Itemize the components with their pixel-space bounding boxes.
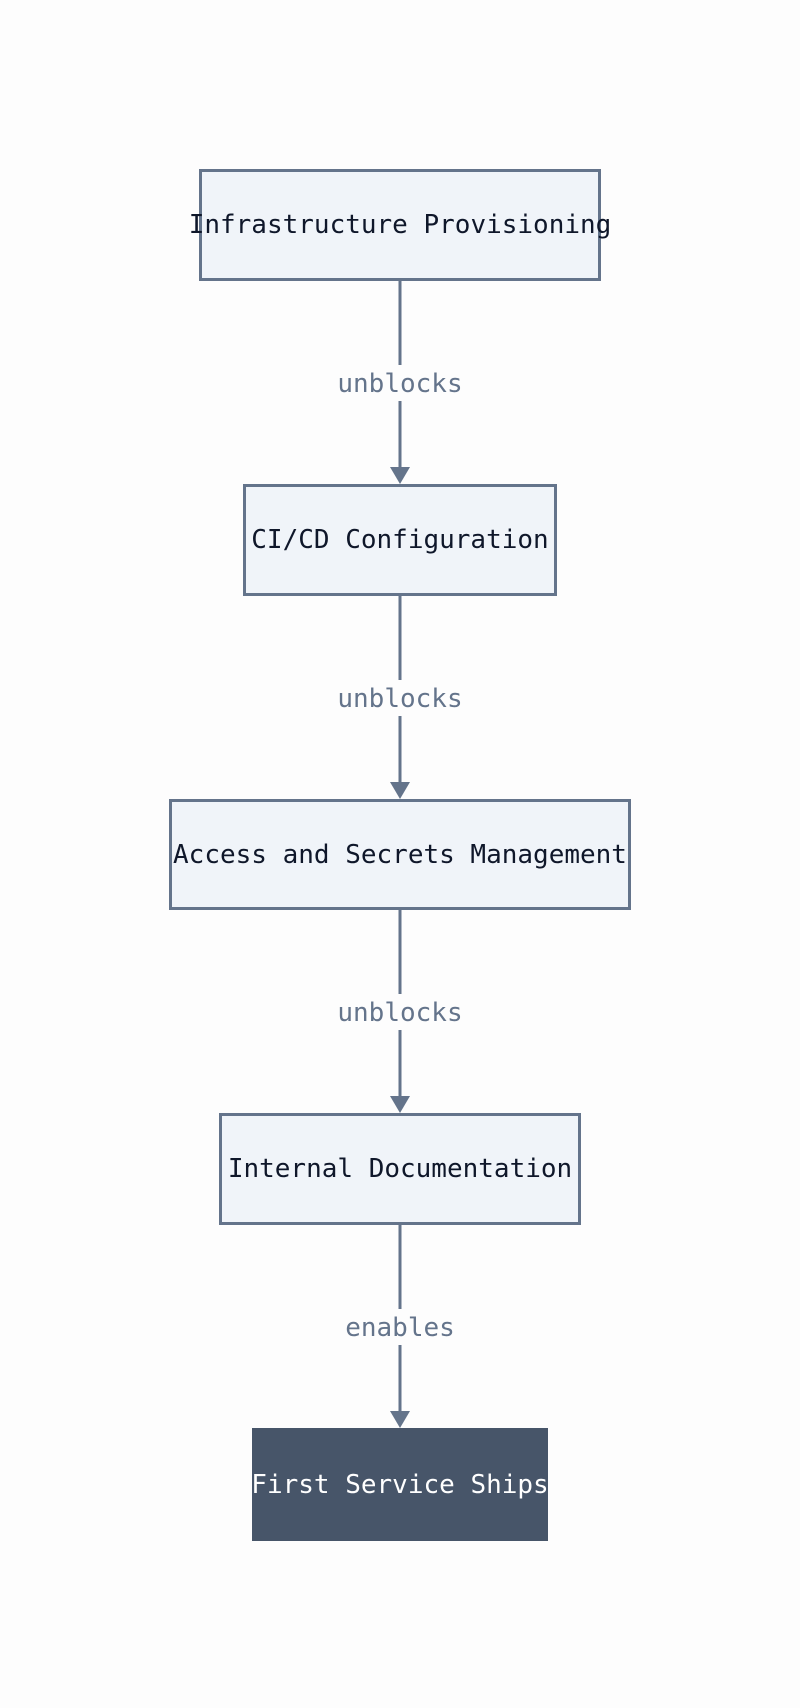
edge-access-to-docs: unblocks	[337, 910, 463, 1113]
node-first-service-ships: First Service Ships	[251, 1428, 549, 1541]
node-internal-documentation: Internal Documentation	[219, 1113, 581, 1225]
edge-label: unblocks	[337, 369, 462, 399]
edge-label: unblocks	[337, 998, 462, 1028]
node-label: Access and Secrets Management	[173, 839, 627, 870]
node-label: Internal Documentation	[227, 1154, 573, 1184]
arrowhead-icon	[390, 782, 410, 799]
edge-docs-to-ship: enables	[345, 1225, 455, 1428]
node-label: CI/CD Configuration	[251, 525, 549, 555]
node-label: Infrastructure Provisioning	[188, 210, 612, 240]
edge-cicd-to-access: unblocks	[337, 596, 463, 799]
node-cicd-configuration: CI/CD Configuration	[243, 484, 557, 596]
arrowhead-icon	[390, 1096, 410, 1113]
node-label: First Service Ships	[251, 1469, 549, 1500]
edge-label: unblocks	[337, 684, 462, 714]
arrowhead-icon	[390, 467, 410, 484]
node-access-secrets-management: Access and Secrets Management	[169, 799, 631, 910]
edge-label: enables	[345, 1313, 455, 1343]
edge-infra-to-cicd: unblocks	[337, 281, 463, 484]
arrowhead-icon	[390, 1411, 410, 1428]
node-infrastructure-provisioning: Infrastructure Provisioning	[189, 169, 611, 281]
